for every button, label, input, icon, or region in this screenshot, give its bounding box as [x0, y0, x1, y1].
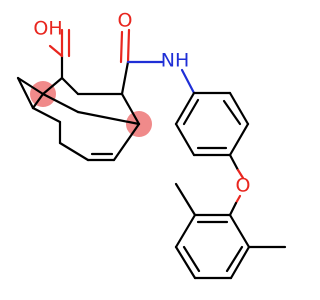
bond [180, 68, 196, 95]
bond [229, 245, 251, 280]
ether-linkage [228, 153, 245, 217]
dimethylphenyl-ring [174, 182, 287, 280]
bond [234, 194, 242, 205]
bond [182, 98, 200, 126]
bond [58, 141, 90, 162]
bond [174, 122, 196, 157]
bond [120, 60, 130, 96]
bond [16, 76, 35, 110]
bond [174, 213, 197, 249]
bond [174, 91, 196, 126]
bond [174, 245, 197, 280]
core-bonds [16, 76, 141, 162]
bond [228, 201, 238, 217]
bond [16, 76, 45, 96]
bond [41, 92, 80, 114]
bond [222, 99, 242, 126]
bond [60, 76, 80, 96]
carboxylic-acid [48, 28, 71, 80]
phenylene-ring [174, 91, 250, 157]
atom-label-ether-o: O [236, 175, 251, 197]
bond [228, 122, 250, 157]
bond [228, 91, 250, 126]
bond [228, 213, 251, 249]
bond [48, 44, 64, 58]
molecule-diagram: OH O NH O [16, 10, 287, 280]
amide-group [119, 28, 196, 96]
atom-label-oh: OH [33, 18, 62, 40]
bond [120, 92, 141, 126]
bond [31, 106, 62, 124]
atom-label-carbonyl-o: O [118, 10, 133, 32]
bond [182, 245, 201, 273]
bond [119, 30, 124, 64]
bond [41, 76, 64, 96]
bond [126, 28, 131, 64]
bond [76, 110, 141, 126]
bond [236, 168, 245, 180]
methyl-bond [174, 182, 197, 217]
bond [228, 153, 240, 172]
atom-label-amide-nh: NH [161, 50, 190, 72]
bond [31, 92, 45, 110]
bond [225, 245, 244, 273]
bond [112, 122, 141, 162]
